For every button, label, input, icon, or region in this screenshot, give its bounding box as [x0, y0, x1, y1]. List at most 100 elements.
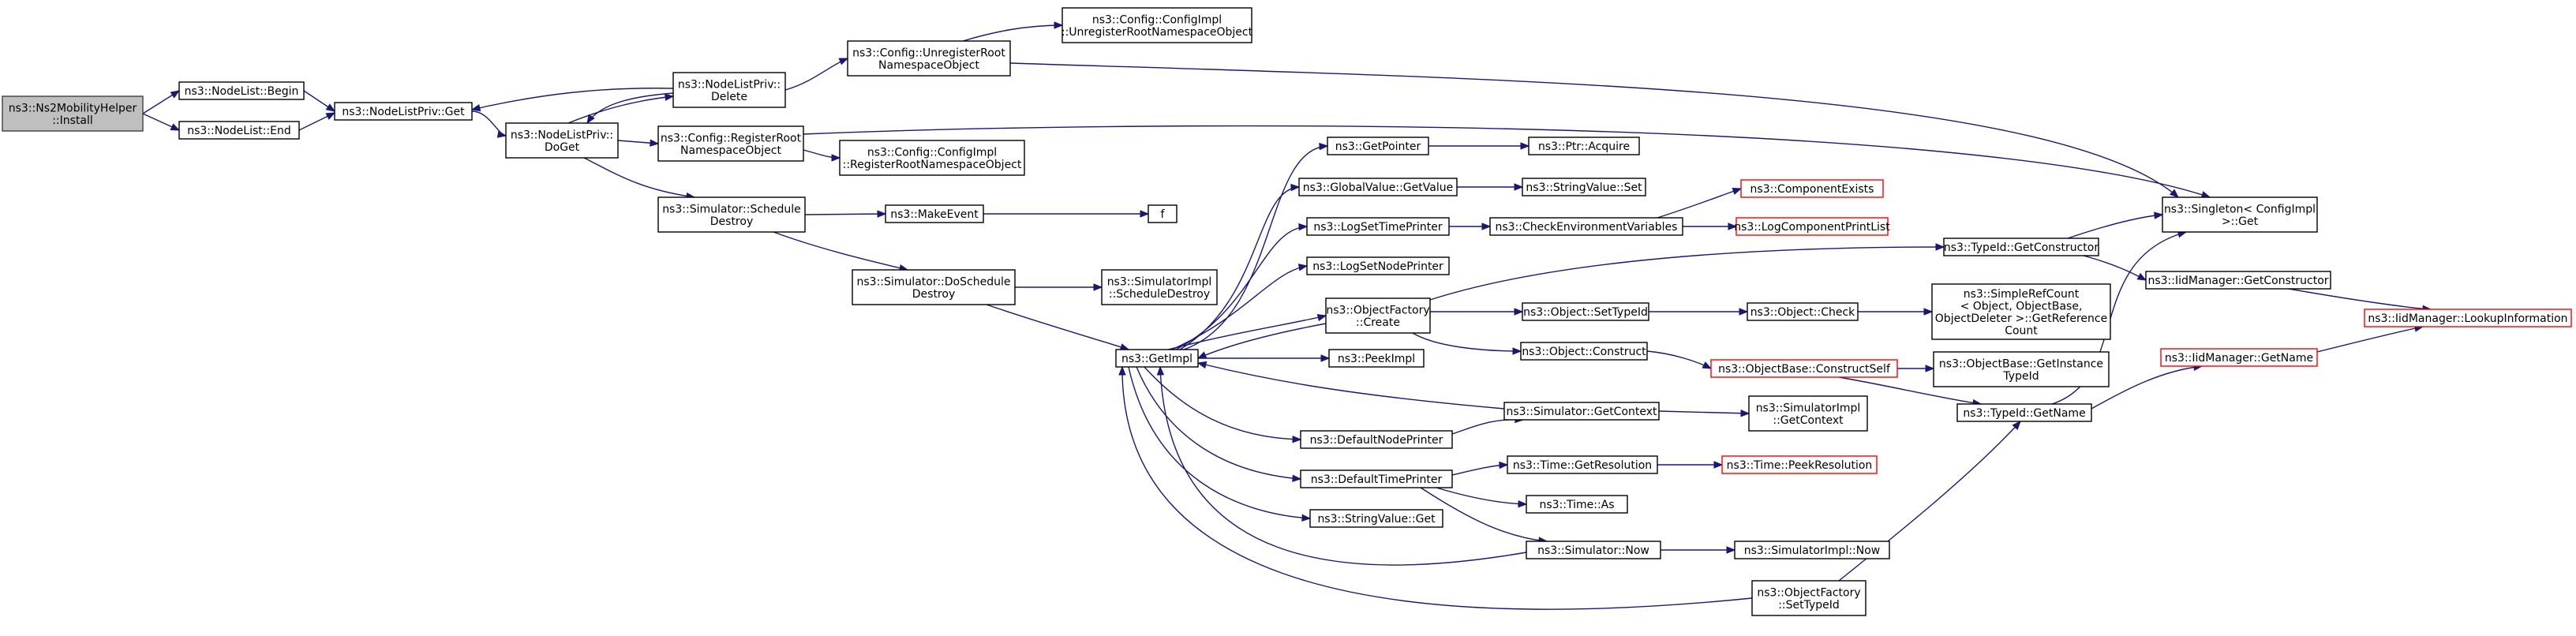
edge-doget-sim-schedule-line: [583, 157, 695, 198]
edge-sim-now-getimpl: [1156, 365, 1527, 566]
node-label: ns3::NodeListPriv::: [678, 78, 781, 91]
node-label: ns3::SimpleRefCount: [1964, 288, 2080, 301]
node-ob-constructself[interactable]: ns3::ObjectBase::ConstructSelf: [1710, 359, 1898, 378]
node-label: ns3::Object::SetTypeId: [1523, 306, 1648, 319]
node-tid-getconstructor[interactable]: ns3::TypeId::GetConstructor: [1943, 238, 2099, 256]
node-iid-lookup[interactable]: ns3::IidManager::LookupInformation: [2364, 309, 2572, 327]
node-label: ns3::IidManager::LookupInformation: [2368, 312, 2567, 325]
node-simplerefcount[interactable]: ns3::SimpleRefCount< Object, ObjectBase,…: [1931, 283, 2111, 340]
node-box: [2160, 348, 2318, 367]
node-box: [2145, 271, 2331, 290]
arrowhead-icon: [1702, 361, 1713, 369]
arrowhead-icon: [1297, 264, 1309, 271]
node-getimpl[interactable]: ns3::GetImpl: [1115, 349, 1199, 368]
node-nl-begin[interactable]: ns3::NodeList::Begin: [178, 81, 305, 100]
node-of-settypeid[interactable]: ns3::ObjectFactory::SetTypeId: [1751, 580, 1866, 616]
node-box: [2162, 196, 2318, 233]
node-iid-getname[interactable]: ns3::IidManager::GetName: [2160, 348, 2318, 367]
node-label: ns3::LogSetTimePrinter: [1313, 221, 1443, 234]
node-simimpl-schedule[interactable]: ns3::SimulatorImpl::ScheduleDestroy: [1101, 269, 1218, 305]
node-obj-settypeid[interactable]: ns3::Object::SetTypeId: [1522, 302, 1649, 321]
node-logsetnode[interactable]: ns3::LogSetNodePrinter: [1306, 256, 1450, 275]
edge-sim-schedule-makeevent-line: [804, 213, 886, 215]
node-label: ns3::Object::Check: [1750, 306, 1855, 319]
node-logcomplist[interactable]: ns3::LogComponentPrintList: [1734, 217, 1890, 236]
node-box: [1507, 455, 1658, 474]
node-sv-set[interactable]: ns3::StringValue::Set: [1522, 178, 1646, 196]
edge-getres-peekres: [1657, 461, 1724, 469]
node-simimpl-getcontext[interactable]: ns3::SimulatorImpl::GetContext: [1748, 395, 1868, 432]
node-install[interactable]: ns3::Ns2MobilityHelper::Install: [2, 95, 144, 132]
node-label: NamespaceObject: [878, 59, 979, 72]
node-logsettime[interactable]: ns3::LogSetTimePrinter: [1306, 217, 1450, 236]
node-time-as[interactable]: ns3::Time::As: [1526, 495, 1628, 514]
edge-doget-delete-line: [567, 95, 674, 124]
node-nlp-get[interactable]: ns3::NodeListPriv::Get: [334, 102, 473, 121]
node-label: ns3::ObjectFactory: [1326, 304, 1429, 316]
node-label: ::Install: [52, 114, 93, 127]
node-sim-getcontext[interactable]: ns3::Simulator::GetContext: [1503, 402, 1660, 421]
node-time-peekres[interactable]: ns3::Time::PeekResolution: [1721, 455, 1878, 474]
edge-doget-delete: [567, 93, 675, 124]
edge-of-settypeid-getimpl: [1118, 365, 1753, 610]
node-box: [1061, 7, 1252, 43]
arrowhead-icon: [1140, 210, 1150, 218]
edge-nlp-get-doget: [471, 110, 507, 138]
node-label: ns3::Ns2MobilityHelper: [9, 102, 137, 114]
edge-sim-schedule-makeevent: [804, 210, 887, 218]
node-checkenv[interactable]: ns3::CheckEnvironmentVariables: [1489, 217, 1683, 236]
node-cfg-reg[interactable]: ns3::Config::RegisterRootNamespaceObject: [657, 125, 804, 162]
edge-sim-getcontext-simimpl: [1658, 409, 1750, 417]
arrowhead-icon: [1093, 283, 1103, 291]
edge-sim-now-simimpl-now: [1661, 546, 1736, 554]
node-cfg-unreg[interactable]: ns3::Config::UnregisterRootNamespaceObje…: [847, 40, 1011, 77]
node-box: [505, 122, 619, 159]
node-label: ns3::Object::Construct: [1522, 346, 1646, 358]
node-obj-construct[interactable]: ns3::Object::Construct: [1520, 342, 1648, 361]
node-gv-getvalue[interactable]: ns3::GlobalValue::GetValue: [1298, 178, 1458, 196]
node-sim-schedule[interactable]: ns3::Simulator::ScheduleDestroy: [657, 196, 806, 233]
node-singleton-get[interactable]: ns3::Singleton< ConfigImpl >::Get: [2162, 196, 2318, 233]
node-label: ns3::NodeList::End: [187, 125, 291, 137]
node-getpointer[interactable]: ns3::GetPointer: [1327, 137, 1429, 155]
node-sv-get[interactable]: ns3::StringValue::Get: [1309, 509, 1443, 528]
node-of-create[interactable]: ns3::ObjectFactory::Create: [1325, 297, 1431, 334]
edge-nl-begin-nlp-get: [303, 90, 336, 112]
arrowhead-icon: [1514, 308, 1524, 316]
node-label: ns3::LogSetNodePrinter: [1312, 260, 1443, 273]
node-ptr-acquire[interactable]: ns3::Ptr::Acquire: [1528, 137, 1640, 155]
node-nlp-doget[interactable]: ns3::NodeListPriv::DoGet: [505, 122, 619, 159]
node-label: ::Create: [1356, 316, 1400, 329]
node-label: ns3::IidManager::GetName: [2165, 352, 2313, 365]
node-box: [2, 95, 144, 132]
arrowhead-icon: [1935, 243, 1945, 251]
node-box: [1710, 359, 1898, 378]
node-deftimeprinter[interactable]: ns3::DefaultTimePrinter: [1300, 470, 1453, 488]
edge-checkenv-logcomplist: [1683, 223, 1738, 230]
node-time-getres[interactable]: ns3::Time::GetResolution: [1507, 455, 1658, 474]
node-box: [1503, 402, 1660, 421]
node-makeevent[interactable]: ns3::MakeEvent: [885, 204, 984, 223]
edge-delete-doget: [586, 92, 674, 125]
node-cfgimpl-reg[interactable]: ns3::Config::ConfigImpl::RegisterRootNam…: [839, 140, 1025, 176]
node-obj-check[interactable]: ns3::Object::Check: [1747, 302, 1859, 321]
node-f[interactable]: f: [1148, 204, 1178, 223]
node-compexists[interactable]: ns3::ComponentExists: [1740, 179, 1884, 198]
node-tid-getname[interactable]: ns3::TypeId::GetName: [1956, 403, 2092, 422]
node-label: ns3::NodeList::Begin: [185, 85, 299, 98]
node-defnodeprinter[interactable]: ns3::DefaultNodePrinter: [1300, 430, 1453, 449]
node-peekimpl[interactable]: ns3::PeekImpl: [1328, 349, 1425, 368]
node-nlp-delete[interactable]: ns3::NodeListPriv::Delete: [672, 72, 786, 108]
node-cfgimpl-unreg[interactable]: ns3::Config::ConfigImpl::UnregisterRootN…: [1061, 7, 1253, 43]
node-sim-now[interactable]: ns3::Simulator::Now: [1526, 541, 1661, 559]
node-simimpl-now[interactable]: ns3::SimulatorImpl::Now: [1734, 541, 1890, 559]
node-iid-getconstructor[interactable]: ns3::IidManager::GetConstructor: [2145, 271, 2331, 290]
edge-getimpl-deftimeprinter: [1136, 366, 1302, 482]
node-box: [1309, 509, 1443, 528]
edge-makeevent-f: [983, 210, 1150, 218]
node-label: ns3::Config::ConfigImpl: [1092, 13, 1222, 26]
node-nl-end[interactable]: ns3::NodeList::End: [178, 121, 300, 140]
node-box: [1520, 342, 1648, 361]
